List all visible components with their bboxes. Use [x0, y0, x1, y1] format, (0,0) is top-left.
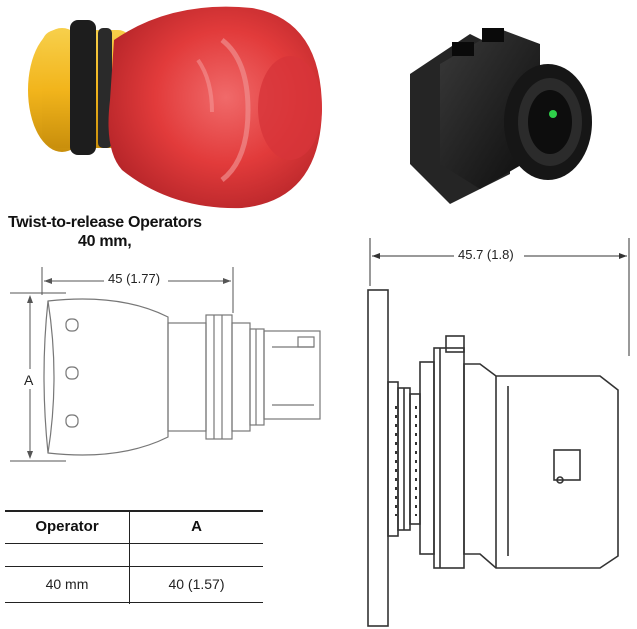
contact-block-photo	[410, 28, 592, 204]
emergency-stop-operator-photo	[28, 6, 322, 209]
table-bottom-rule	[5, 602, 263, 603]
table-header-a: A	[191, 518, 202, 535]
contact-block-side-drawing	[367, 238, 630, 627]
height-dimension-a: A	[24, 372, 34, 388]
section-title: Twist-to-release Operators 40 mm,	[8, 213, 268, 251]
table-top-rule	[5, 510, 263, 512]
table-header-operator: Operator	[35, 518, 99, 535]
table-header-rule	[5, 543, 263, 544]
table-cell-a: 40 (1.57)	[168, 576, 225, 592]
section-title-line2: 40 mm,	[78, 233, 132, 250]
dimension-table: Operator A 40 mm 40 (1.57)	[5, 508, 263, 608]
table-column-divider	[129, 512, 130, 604]
length-dimension-left: 45 (1.77)	[108, 271, 161, 286]
operator-side-drawing	[10, 267, 321, 462]
table-cell-operator: 40 mm	[45, 576, 89, 592]
length-dimension-right: 45.7 (1.8)	[458, 247, 514, 262]
table-row-rule	[5, 566, 263, 567]
section-title-line1: Twist-to-release Operators	[8, 214, 202, 231]
